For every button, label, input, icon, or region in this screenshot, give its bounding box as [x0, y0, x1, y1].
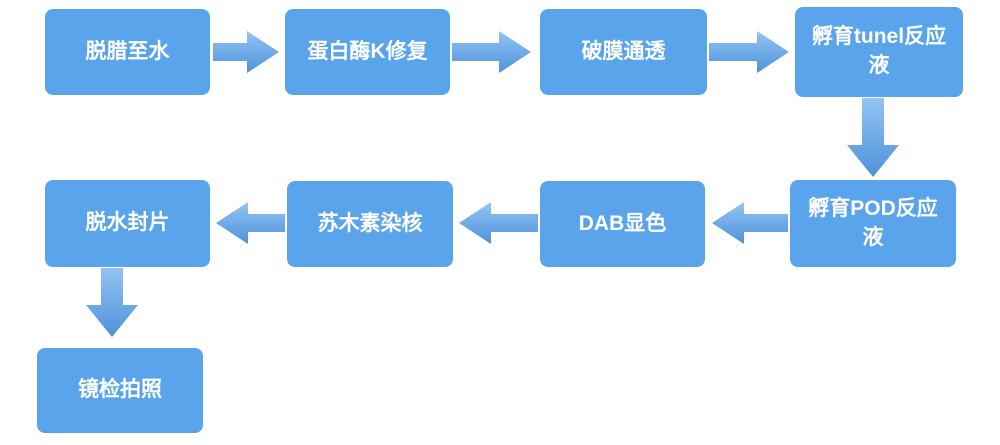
- flow-node-label: 孵育tunel反应液: [811, 25, 947, 77]
- flow-node-label: DAB显色: [578, 211, 667, 235]
- arrow-step7-to-step8: [216, 202, 285, 244]
- flow-node-label: 脱腊至水: [85, 39, 170, 63]
- arrow-step2-to-step3: [452, 31, 531, 73]
- arrow-step1-to-step2: [213, 31, 279, 73]
- flow-node-step-3: 破膜通透: [540, 9, 707, 95]
- flow-node-step-7: 苏木素染核: [287, 181, 453, 267]
- arrow-step6-to-step7: [459, 202, 538, 244]
- arrow-step3-to-step4: [709, 31, 789, 73]
- flow-node-step-2: 蛋白酶K修复: [285, 9, 450, 95]
- flow-node-label: 镜检拍照: [78, 378, 162, 402]
- arrow-step4-to-step5: [847, 98, 899, 177]
- flow-node-step-1: 脱腊至水: [45, 9, 210, 95]
- flow-node-label: 蛋白酶K修复: [307, 39, 428, 63]
- flow-node-step-9: 镜检拍照: [37, 348, 203, 433]
- flow-node-label: 苏木素染核: [317, 211, 423, 235]
- flow-node-step-4: 孵育tunel反应液: [795, 7, 963, 97]
- flow-node-step-6: DAB显色: [540, 181, 705, 267]
- arrow-step5-to-step6: [712, 202, 788, 244]
- flow-node-label: 破膜通透: [581, 39, 666, 63]
- flow-node-step-5: 孵育POD反应液: [790, 180, 956, 267]
- flow-node-label: 脱水封片: [85, 211, 170, 235]
- flow-node-label: 孵育POD反应液: [808, 196, 938, 249]
- arrow-step8-to-step9: [86, 268, 138, 337]
- flow-node-step-8: 脱水封片: [45, 180, 210, 267]
